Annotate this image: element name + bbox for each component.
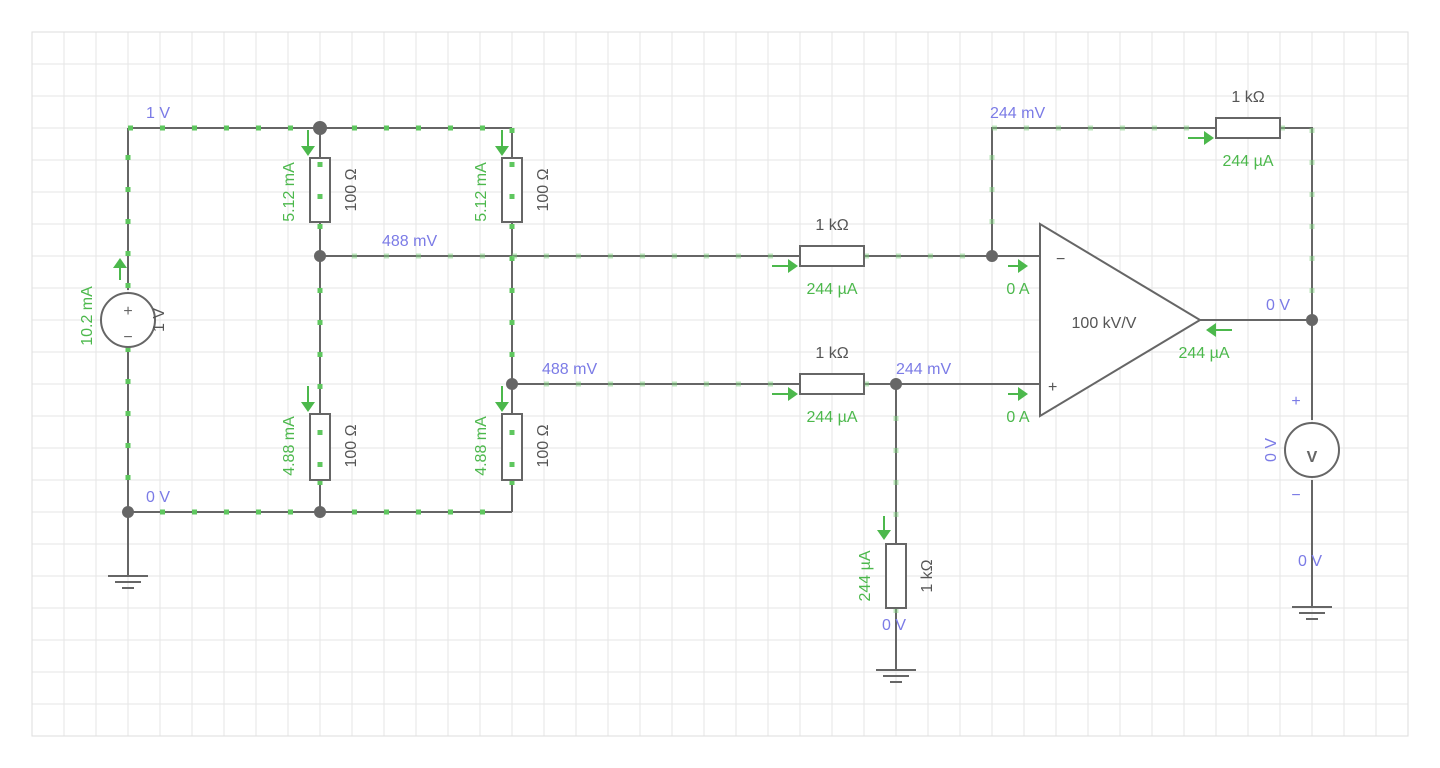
- label-r-top-right: 100 Ω: [535, 168, 552, 211]
- label-r-top-left: 100 Ω: [343, 168, 360, 211]
- source-minus-sign: −: [123, 329, 132, 346]
- current-r-top-right: 5.12 mA: [473, 162, 490, 222]
- resistor-top-left[interactable]: [309, 157, 331, 223]
- arrow-r-bot-left-icon: [301, 386, 315, 412]
- voltage-ground-bottom: 0 V: [882, 617, 906, 634]
- voltage-noninv-node: 244 mV: [896, 361, 951, 378]
- opamp[interactable]: − + 100 kV/V: [1039, 222, 1202, 418]
- current-source: 10.2 mA: [79, 286, 96, 346]
- current-r-top-left: 5.12 mA: [281, 162, 298, 222]
- resistors: [309, 117, 1281, 609]
- source-plus-sign: +: [123, 303, 132, 320]
- label-r-in-noninv: 1 kΩ: [815, 345, 848, 362]
- node-noninverting[interactable]: [890, 378, 902, 390]
- voltage-feedback-top: 244 mV: [990, 105, 1045, 122]
- resistor-bottom-right[interactable]: [501, 413, 523, 481]
- voltage-ground-right: 0 V: [1298, 553, 1322, 570]
- resistor-bottom-left[interactable]: [309, 413, 331, 481]
- arrow-r-ground-icon: [877, 516, 891, 540]
- node-inverting[interactable]: [986, 250, 998, 262]
- arrow-r-in-inv-icon: [772, 259, 798, 273]
- current-arrows: [113, 130, 1232, 540]
- canvas-border: [31, 31, 1409, 737]
- label-source-value: 1 V: [151, 308, 168, 332]
- voltmeter-minus-sign: −: [1291, 487, 1300, 504]
- label-r-ground: 1 kΩ: [919, 559, 936, 592]
- opamp-minus-sign: −: [1056, 251, 1065, 268]
- arrow-r-feedback-icon: [1188, 131, 1214, 145]
- arrow-r-bot-right-icon: [495, 386, 509, 412]
- arrow-source-up-icon: [113, 258, 127, 280]
- current-output: 244 µA: [1178, 345, 1229, 362]
- grounds: [108, 575, 1332, 683]
- arrow-noninv-input-icon: [1008, 387, 1028, 401]
- voltage-mid-right: 488 mV: [542, 361, 597, 378]
- wires: [127, 127, 1313, 670]
- voltage-top-left: 1 V: [146, 105, 170, 122]
- arrow-output-icon: [1206, 323, 1232, 337]
- voltage-mid-left: 488 mV: [382, 233, 437, 250]
- grid: [31, 31, 1409, 737]
- voltage-labels: 1 V 0 V 488 mV 488 mV 244 mV 244 mV 0 V …: [146, 105, 1322, 634]
- resistor-top-right[interactable]: [501, 157, 523, 223]
- label-r-bot-right: 100 Ω: [535, 424, 552, 467]
- current-r-bot-left: 4.88 mA: [281, 416, 298, 476]
- node-mid-right[interactable]: [506, 378, 518, 390]
- current-inv-input: 0 A: [1006, 281, 1029, 298]
- component-labels: 1 V 100 Ω 100 Ω 100 Ω 100 Ω 1 kΩ 1 kΩ 1 …: [151, 89, 1265, 593]
- nodes: [122, 121, 1318, 518]
- node-mid-left[interactable]: [314, 250, 326, 262]
- voltage-bottom-left: 0 V: [146, 489, 170, 506]
- voltage-output: 0 V: [1266, 297, 1290, 314]
- voltmeter-circle[interactable]: [1284, 422, 1340, 478]
- opamp-plus-sign: +: [1048, 379, 1057, 396]
- voltmeter[interactable]: V + −: [1284, 393, 1340, 504]
- ground-symbol-right[interactable]: [1292, 606, 1332, 620]
- current-r-ground: 244 µA: [857, 550, 874, 601]
- current-r-in-noninv: 244 µA: [806, 409, 857, 426]
- current-r-feedback: 244 µA: [1222, 153, 1273, 170]
- node-output[interactable]: [1306, 314, 1318, 326]
- resistor-ground[interactable]: [885, 543, 907, 609]
- current-r-bot-right: 4.88 mA: [473, 416, 490, 476]
- current-r-in-inv: 244 µA: [806, 281, 857, 298]
- voltmeter-symbol: V: [1307, 449, 1318, 466]
- arrow-r-in-noninv-icon: [772, 387, 798, 401]
- resistor-feedback[interactable]: [1215, 117, 1281, 139]
- ground-symbol-bottom[interactable]: [876, 669, 916, 683]
- flow-feedback: [989, 125, 1315, 320]
- label-r-feedback: 1 kΩ: [1231, 89, 1264, 106]
- node-bottom-left[interactable]: [122, 506, 134, 518]
- voltmeter-plus-sign: +: [1291, 393, 1300, 410]
- arrow-r-top-left-icon: [301, 130, 315, 156]
- resistor-input-noninverting[interactable]: [799, 373, 865, 395]
- node-top-left[interactable]: [313, 121, 327, 135]
- current-noninv-input: 0 A: [1006, 409, 1029, 426]
- opamp-triangle[interactable]: [1039, 222, 1202, 418]
- flow-source-loop: [125, 125, 512, 512]
- arrow-r-top-right-icon: [495, 130, 509, 156]
- voltmeter-reading: 0 V: [1263, 438, 1280, 462]
- voltage-source[interactable]: + −: [100, 292, 156, 348]
- resistor-input-inverting[interactable]: [799, 245, 865, 267]
- label-r-in-inv: 1 kΩ: [815, 217, 848, 234]
- arrow-inv-input-icon: [1008, 259, 1028, 273]
- opamp-gain-label: 100 kV/V: [1072, 315, 1137, 332]
- ground-symbol-left[interactable]: [108, 575, 148, 589]
- label-r-bot-left: 100 Ω: [343, 424, 360, 467]
- current-labels: 10.2 mA 5.12 mA 5.12 mA 4.88 mA 4.88 mA …: [79, 153, 1274, 602]
- source-circle[interactable]: [100, 292, 156, 348]
- node-bottom-mid[interactable]: [314, 506, 326, 518]
